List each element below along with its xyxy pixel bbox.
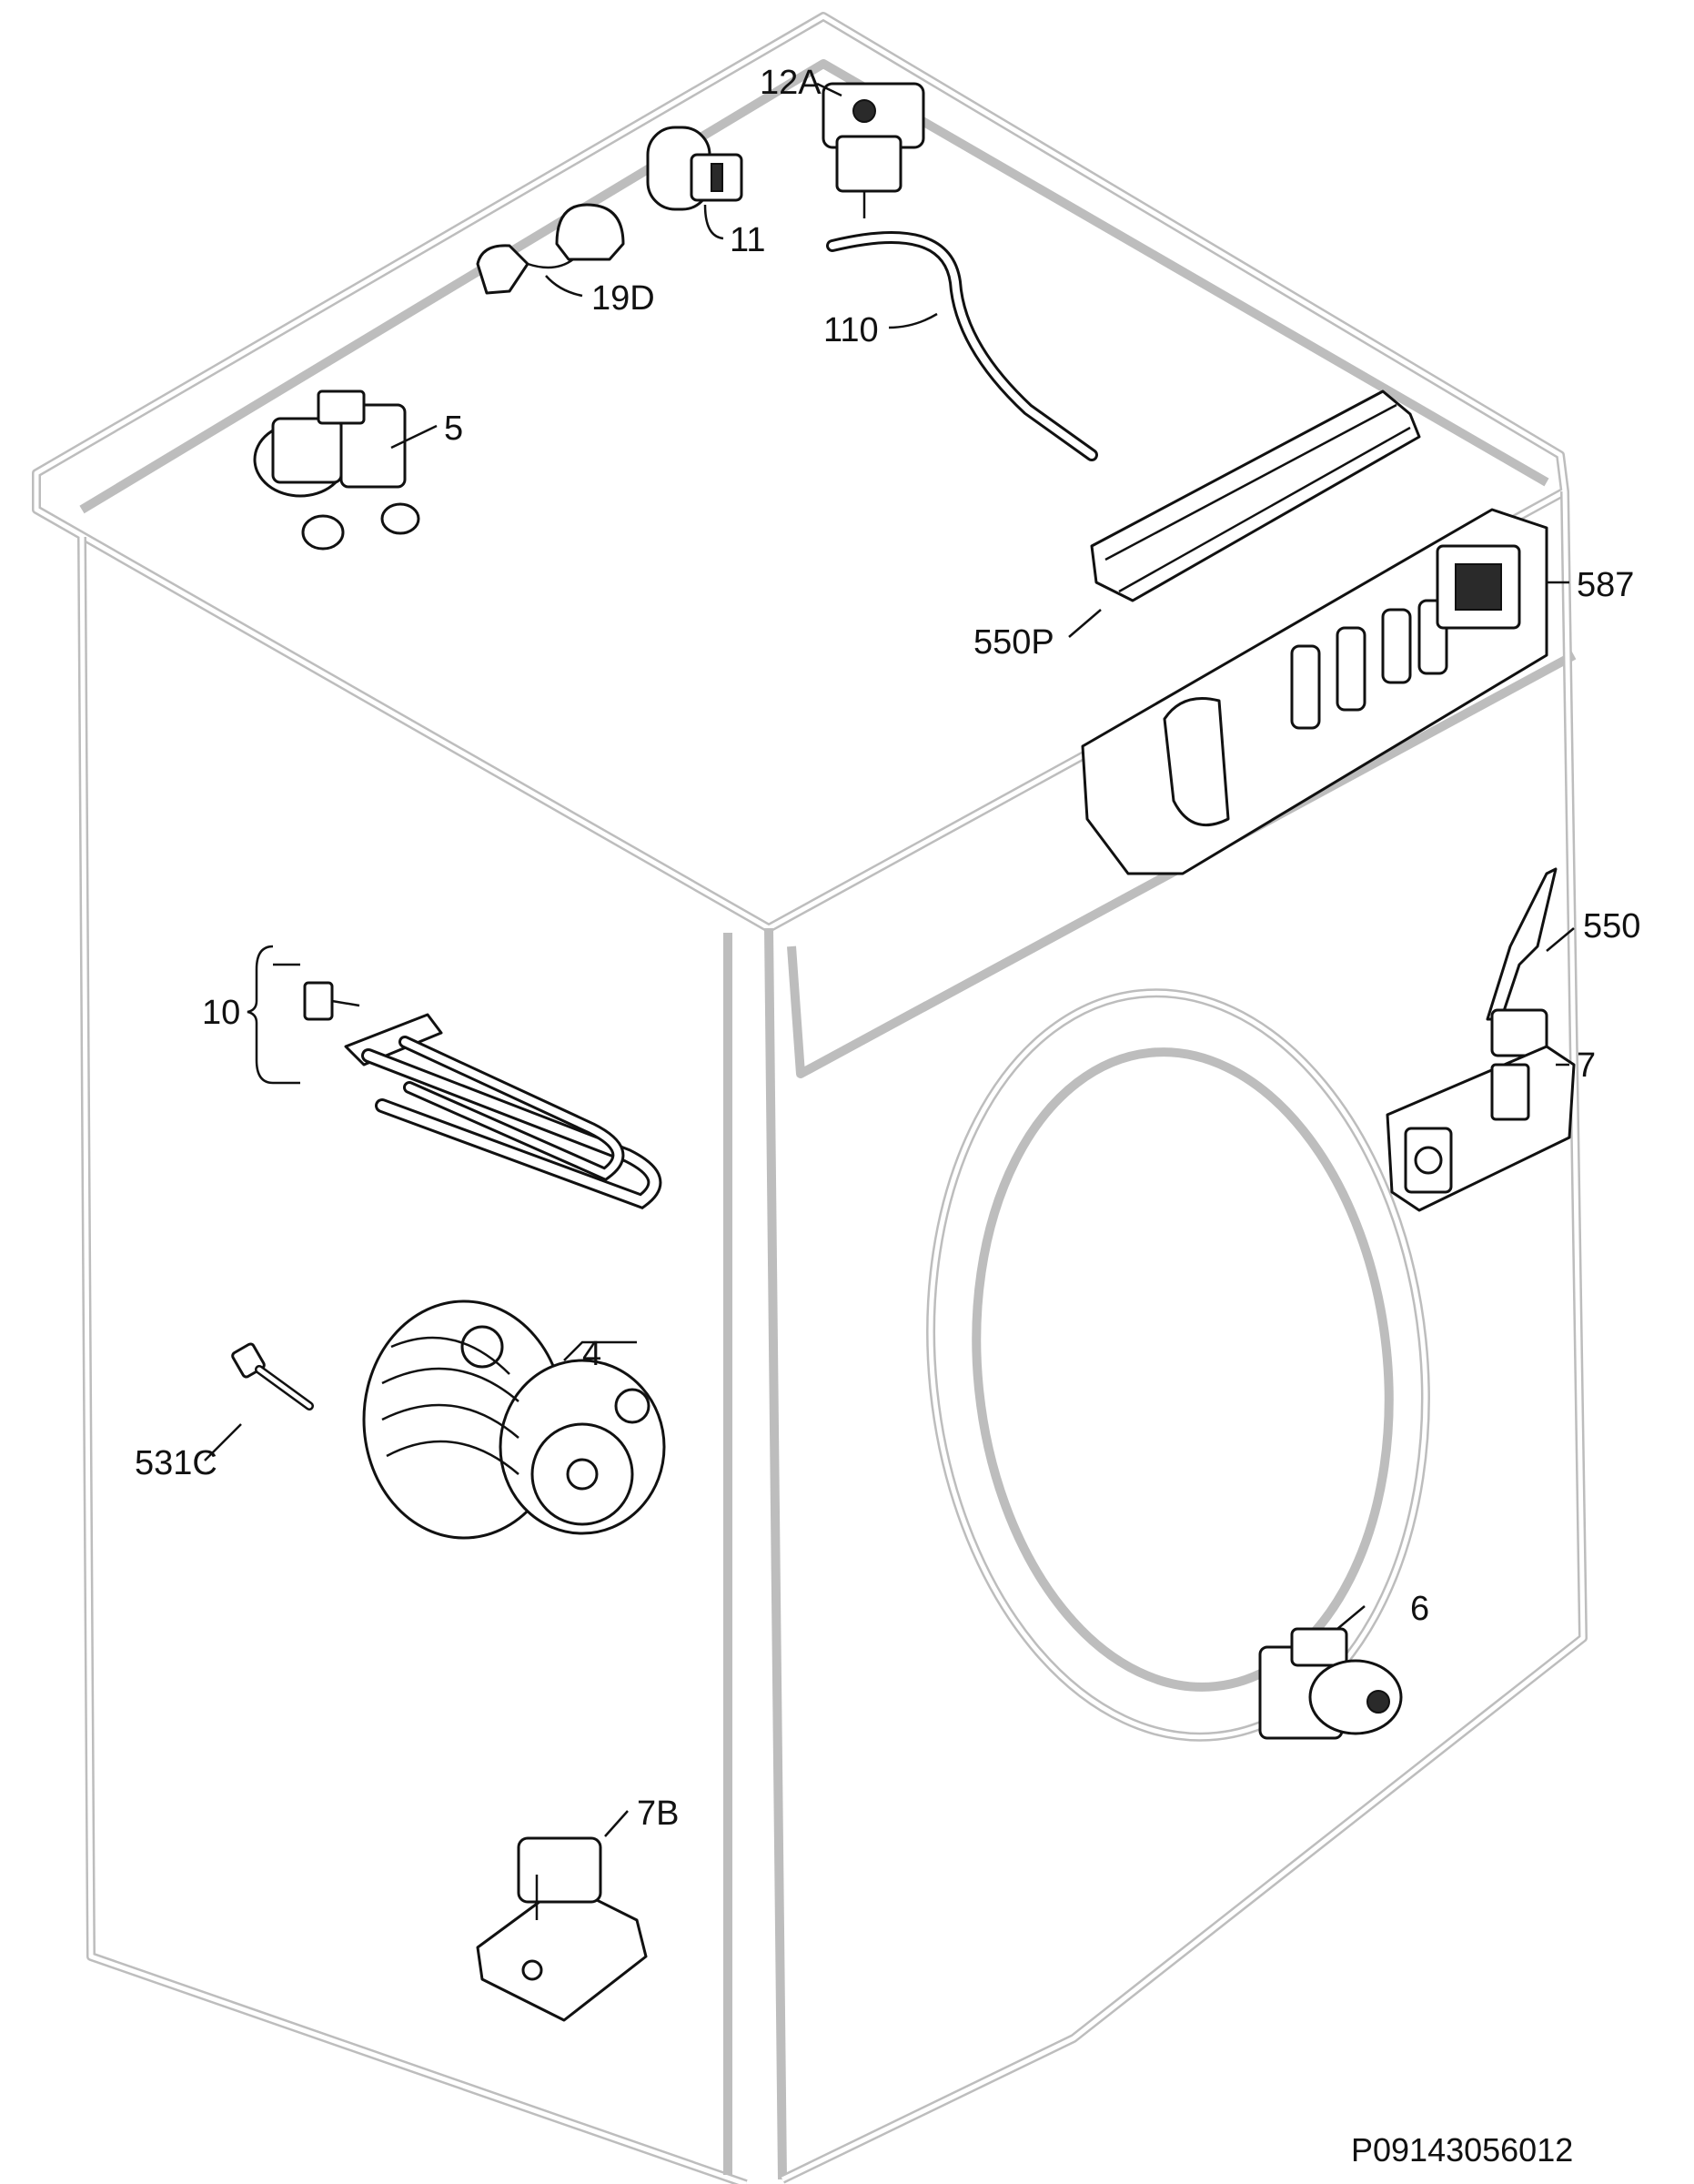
door-handle-part: [1486, 867, 1558, 1057]
inlet-valve-part: [253, 389, 420, 551]
control-panel-cover-part: [1090, 389, 1421, 602]
door-interlock-part: [1386, 1045, 1576, 1212]
screw-part: [231, 1342, 314, 1410]
label-6: 6: [1410, 1590, 1429, 1628]
label-550p: 550P: [973, 623, 1054, 662]
pressure-hose-part: [826, 231, 1098, 461]
label-10: 10: [202, 994, 240, 1032]
electronic-board-part: [1081, 508, 1548, 875]
label-7b: 7B: [637, 1795, 679, 1833]
capacitor-part: [646, 126, 743, 211]
label-110: 110: [823, 311, 879, 349]
callout-labels: 12A 11 19D 110 5 550P 587 550 7 10 4 531…: [135, 64, 1640, 1833]
label-19d: 19D: [591, 279, 655, 318]
motor-part: [362, 1299, 666, 1540]
motor-windings: [381, 1336, 519, 1475]
bracket-part: [476, 1836, 648, 2022]
cabinet-outline: [32, 12, 1588, 2184]
reference-code: P09143056012: [1351, 2131, 1573, 2169]
label-11: 11: [730, 221, 765, 259]
label-12a: 12A: [760, 64, 822, 102]
label-7: 7: [1577, 1046, 1596, 1085]
label-550: 550: [1583, 907, 1640, 945]
heating-element-part: [303, 981, 662, 1209]
drain-pump-part: [1258, 1627, 1403, 1740]
label-587: 587: [1577, 566, 1634, 604]
label-531c: 531C: [135, 1444, 217, 1482]
leader-lines: [204, 82, 1575, 1837]
pressure-switch-part: [822, 82, 925, 218]
label-5: 5: [444, 410, 463, 448]
suppressor-part: [476, 203, 625, 295]
label-4: 4: [582, 1335, 601, 1373]
